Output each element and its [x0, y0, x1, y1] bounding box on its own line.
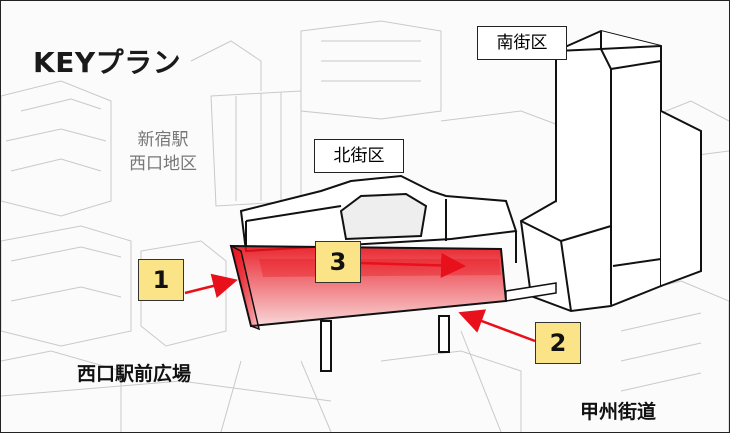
west-plaza-label: 西口駅前広場	[77, 363, 192, 385]
key-plan-title: KEYプラン	[33, 46, 182, 79]
arrow-3	[359, 252, 466, 278]
highlight-block	[229, 244, 508, 331]
south-district-label: 南街区	[477, 26, 567, 60]
arrow-2	[458, 309, 536, 343]
pillars	[320, 315, 450, 372]
red-arrows	[184, 252, 536, 343]
south-tower	[519, 29, 702, 313]
north-building	[239, 174, 518, 263]
koshu-kaido-label: 甲州街道	[580, 401, 657, 423]
viewpoint-marker-2: 2	[535, 322, 581, 364]
viewpoint-marker-3: 3	[315, 241, 361, 283]
west-area-line-1: 新宿駅	[137, 130, 189, 150]
arrow-1	[184, 273, 238, 298]
north-district-label: 北街区	[314, 139, 404, 173]
shinjuku-west-area-label: 新宿駅 西口地区	[115, 128, 211, 176]
west-area-line-2: 西口地区	[129, 154, 197, 174]
viewpoint-marker-1: 1	[138, 259, 184, 301]
